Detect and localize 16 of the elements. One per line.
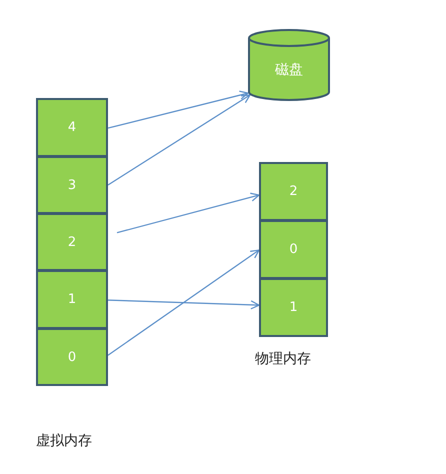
- memory-block: 0: [36, 328, 108, 386]
- memory-block: 2: [36, 213, 108, 271]
- memory-caption: 物理内存: [255, 350, 311, 368]
- arrow: [116, 192, 260, 234]
- arrow: [108, 250, 260, 356]
- memory-caption: 虚拟内存: [36, 432, 92, 450]
- disk-cylinder: 磁盘: [247, 28, 331, 102]
- memory-block: 4: [36, 98, 108, 157]
- arrow: [108, 94, 251, 186]
- memory-block: 0: [259, 220, 328, 279]
- memory-block: 2: [259, 162, 328, 221]
- arrow: [108, 90, 249, 129]
- arrow: [108, 300, 260, 310]
- memory-block: 1: [259, 278, 328, 337]
- memory-block: 3: [36, 156, 108, 214]
- memory-block: 1: [36, 270, 108, 329]
